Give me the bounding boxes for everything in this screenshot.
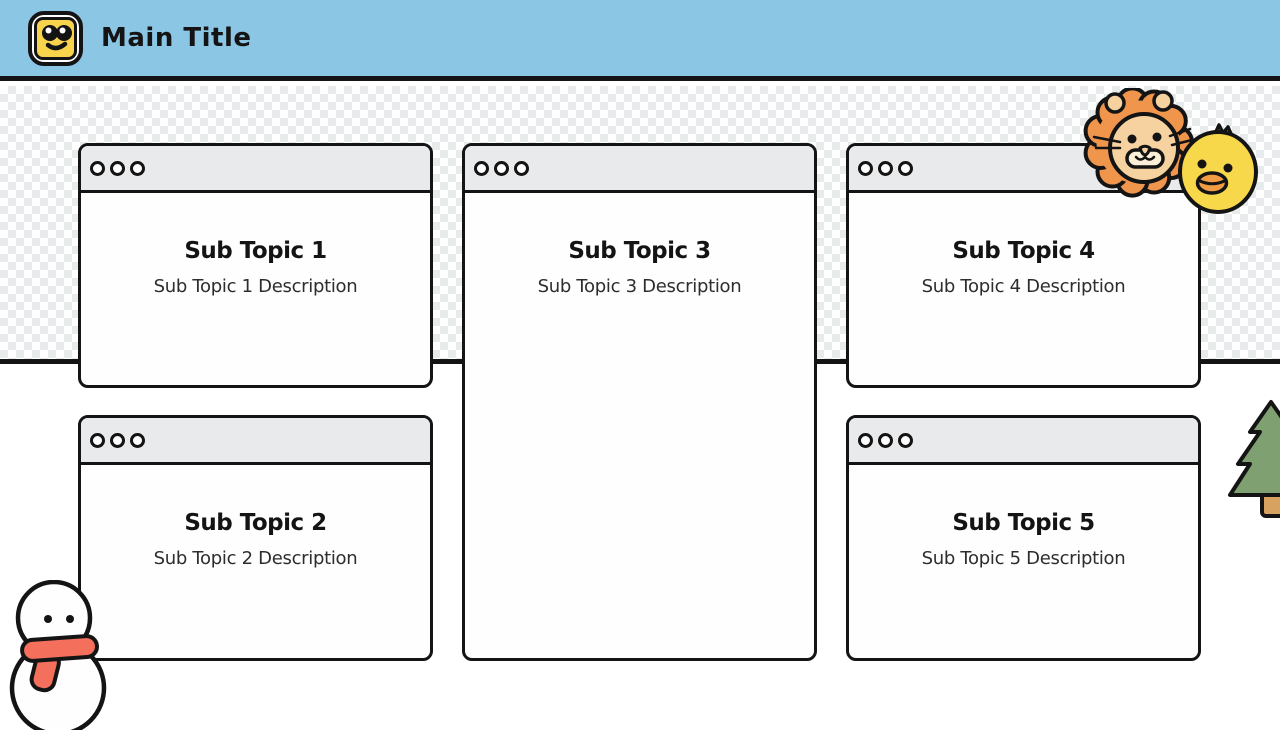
- snowman-scarf: [20, 634, 99, 693]
- card-body: Sub Topic 3 Sub Topic 3 Description: [465, 237, 814, 299]
- header-bar: Main Title: [0, 0, 1280, 81]
- window-dot-icon: [90, 160, 105, 176]
- window-titlebar: [81, 146, 430, 193]
- window-titlebar: [465, 146, 814, 193]
- window-dot-icon: [110, 432, 125, 448]
- window-dot-icon: [130, 160, 145, 176]
- window-dot-icon: [130, 432, 145, 448]
- card-description[interactable]: Sub Topic 1 Description: [153, 276, 358, 297]
- subtopic-card-3[interactable]: Sub Topic 3 Sub Topic 3 Description: [462, 143, 817, 661]
- window-dot-icon: [898, 160, 913, 176]
- window-dot-icon: [110, 160, 125, 176]
- card-description[interactable]: Sub Topic 3 Description: [537, 276, 742, 297]
- subtopic-card-2[interactable]: Sub Topic 2 Sub Topic 2 Description: [78, 415, 433, 661]
- card-title[interactable]: Sub Topic 1: [184, 238, 327, 264]
- card-description[interactable]: Sub Topic 5 Description: [921, 548, 1126, 569]
- lion-face-sticker[interactable]: [1082, 88, 1194, 200]
- window-dot-icon: [898, 432, 913, 448]
- duck-head: [1178, 130, 1258, 214]
- card-title[interactable]: Sub Topic 4: [952, 238, 1095, 264]
- card-title[interactable]: Sub Topic 5: [952, 510, 1095, 536]
- main-title[interactable]: Main Title: [101, 23, 252, 53]
- window-titlebar: [849, 418, 1198, 465]
- window-dot-icon: [878, 432, 893, 448]
- card-description[interactable]: Sub Topic 2 Description: [153, 548, 358, 569]
- card-description[interactable]: Sub Topic 4 Description: [921, 276, 1126, 297]
- card-title[interactable]: Sub Topic 3: [568, 238, 711, 264]
- card-body: Sub Topic 4 Sub Topic 4 Description: [849, 237, 1198, 299]
- window-dot-icon: [514, 160, 529, 176]
- card-title[interactable]: Sub Topic 2: [184, 510, 327, 536]
- tree-foliage: [1228, 400, 1280, 497]
- lion-face: [1092, 90, 1194, 184]
- window-dot-icon: [858, 160, 873, 176]
- window-titlebar: [81, 418, 430, 465]
- snowman-sticker[interactable]: [2, 580, 122, 730]
- duck-face-sticker[interactable]: [1176, 122, 1262, 216]
- subtopic-card-5[interactable]: Sub Topic 5 Sub Topic 5 Description: [846, 415, 1201, 661]
- card-body: Sub Topic 1 Sub Topic 1 Description: [81, 237, 430, 299]
- card-body: Sub Topic 2 Sub Topic 2 Description: [81, 509, 430, 571]
- window-dot-icon: [90, 432, 105, 448]
- duck-beak: [1195, 171, 1229, 195]
- window-dot-icon: [494, 160, 509, 176]
- pine-tree-sticker[interactable]: [1226, 392, 1280, 530]
- smiley-face-icon: [34, 16, 77, 60]
- window-dot-icon: [474, 160, 489, 176]
- window-dot-icon: [878, 160, 893, 176]
- window-dot-icon: [858, 432, 873, 448]
- subtopic-card-1[interactable]: Sub Topic 1 Sub Topic 1 Description: [78, 143, 433, 388]
- app-logo: [28, 10, 83, 66]
- card-body: Sub Topic 5 Sub Topic 5 Description: [849, 509, 1198, 571]
